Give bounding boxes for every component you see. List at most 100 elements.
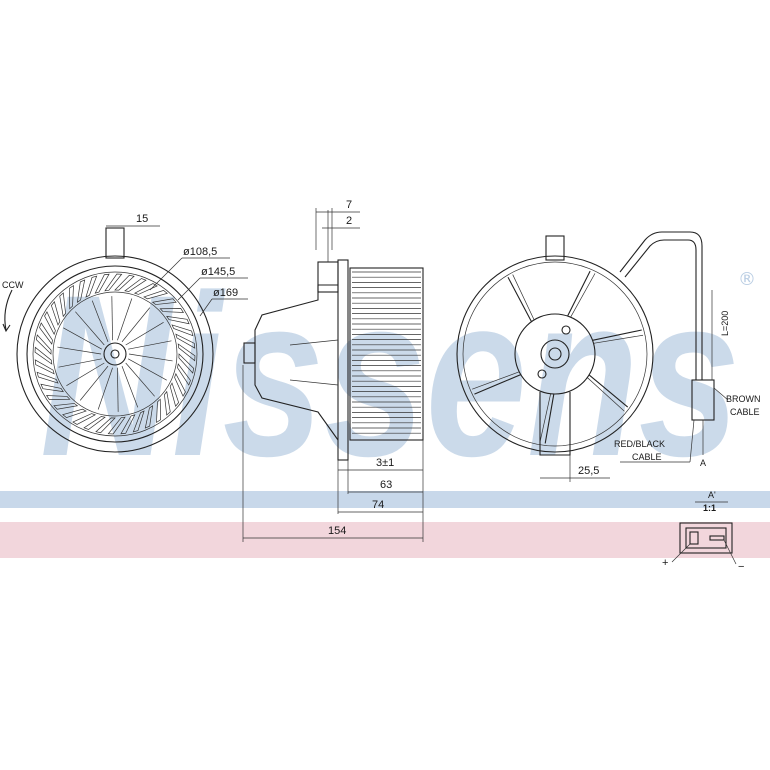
flange-plate	[337, 259, 349, 461]
rear-spokes	[472, 270, 644, 444]
impeller-body	[349, 267, 424, 441]
front-view: CCW 15 ø108,5 ø145,5 ø169	[2, 213, 248, 453]
fan-spoke	[97, 367, 113, 410]
detail-minus: −	[738, 561, 744, 573]
watermark-text: Nissens	[40, 247, 740, 504]
dim-d108-label: ø108,5	[183, 246, 217, 258]
redblack-leader	[689, 419, 695, 463]
detail-plus: +	[662, 557, 668, 569]
fan-blade	[151, 298, 177, 305]
rotation-label: CCW	[2, 280, 24, 290]
fan-spoke	[125, 362, 155, 397]
fan-blade	[124, 278, 147, 292]
fan-blade	[50, 301, 61, 326]
impeller-fins	[352, 271, 421, 434]
fan-blade	[174, 372, 186, 397]
detail-label: A'	[708, 490, 716, 500]
rear-spoke	[507, 276, 532, 322]
rear-view: L=200 BROWN CABLE RED/BLACK CABLE 25,5 A	[456, 231, 761, 482]
cable	[619, 231, 703, 380]
fan-spoke	[121, 307, 151, 343]
hub-inner	[110, 349, 120, 359]
fan-spoke	[79, 365, 109, 401]
fan-spoke	[117, 367, 119, 412]
fan-spoke	[121, 365, 139, 408]
detail-scale: 1:1	[703, 503, 716, 513]
fan-blade	[76, 279, 86, 303]
redblack-label: RED/BLACK	[614, 439, 665, 449]
hub-outer	[103, 342, 127, 366]
shaft-stub	[243, 342, 256, 364]
fan-blade	[85, 275, 98, 298]
fan-blade	[143, 289, 168, 300]
fan-spoke	[128, 353, 173, 362]
rear-spoke-edge	[512, 274, 535, 321]
fan-blade	[34, 346, 53, 365]
detail-minus-leader	[723, 539, 737, 565]
rear-spoke	[544, 393, 555, 444]
fan-outer-ring	[32, 271, 198, 437]
dim-154-label: 154	[328, 525, 346, 537]
fan-spoke	[117, 298, 133, 341]
fan-blade	[107, 416, 126, 435]
brown-cable-label: CABLE	[730, 407, 760, 417]
housing-inner-ring	[26, 265, 204, 443]
fan-blade	[178, 353, 195, 374]
fan-blade	[39, 322, 53, 345]
rear-spoke-edge	[472, 371, 520, 390]
fan-blade	[83, 416, 106, 430]
fan-blade	[40, 383, 64, 393]
dim-3-label: 3±1	[376, 457, 394, 469]
dim-d145-label: ø145,5	[201, 266, 235, 278]
fan-blade	[120, 414, 136, 435]
motor-line-1	[289, 339, 339, 346]
section-a-label: A	[700, 458, 706, 468]
rear-spoke-edge	[587, 377, 625, 412]
fan-blade	[34, 359, 55, 375]
rear-spoke	[474, 374, 521, 395]
fan-blade	[104, 273, 123, 292]
detail-pin-plus	[689, 531, 699, 545]
fan-spoke	[127, 358, 167, 381]
fan-spoke	[63, 327, 103, 350]
side-view: 7 2 3±1 63 74 154	[242, 199, 424, 542]
detail-connector-inner	[685, 527, 727, 549]
rear-bolt-2	[537, 369, 547, 379]
rear-outer-housing	[456, 255, 654, 453]
fan-inner-ring	[52, 291, 178, 417]
fan-blade	[95, 417, 116, 434]
fan-blade	[35, 334, 52, 355]
dim-15-label: 15	[136, 213, 148, 225]
fan-spoke	[66, 362, 105, 386]
brown-leader	[713, 387, 729, 401]
fan-spoke	[58, 358, 102, 368]
rear-spoke	[592, 329, 642, 341]
rear-spoke	[588, 374, 629, 408]
rear-top-tab	[545, 235, 565, 261]
fan-blade	[175, 333, 196, 349]
fan-spoke	[125, 322, 164, 346]
fan-blade	[62, 408, 87, 419]
dim-d169-label: ø169	[213, 287, 238, 299]
rear-spoke-edge	[570, 273, 596, 318]
detail-plus-leader	[671, 543, 691, 563]
fan-blade	[53, 403, 79, 410]
fan-spoke	[128, 340, 172, 350]
registered-mark: ®	[738, 269, 756, 290]
rear-hub-inner	[548, 347, 562, 361]
outer-housing	[16, 255, 214, 453]
dim-74-label: 74	[372, 499, 384, 511]
rear-spoke-edge	[593, 334, 644, 344]
fan-blade	[169, 382, 180, 407]
blue-band	[0, 491, 770, 508]
dim-63-label: 63	[380, 479, 392, 491]
fan-blade	[164, 390, 171, 416]
connector-detail: A' 1:1 + −	[662, 490, 744, 573]
fan-blade	[36, 371, 59, 384]
rear-inner-ring	[462, 261, 648, 447]
fan-spoke	[75, 311, 105, 346]
leader-d145	[177, 277, 201, 301]
fan-blade	[45, 395, 71, 400]
